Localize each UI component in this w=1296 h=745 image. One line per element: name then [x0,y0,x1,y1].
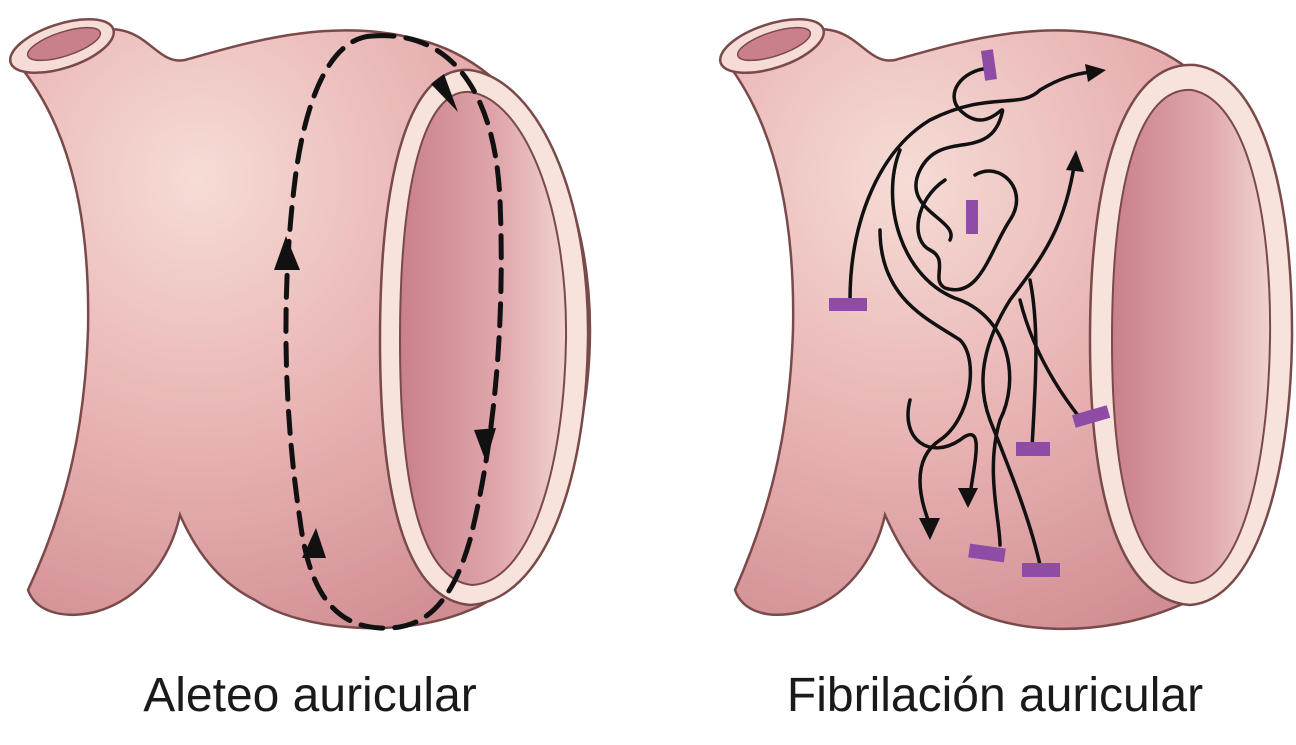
ectopic-focus-bar-icon [829,298,867,311]
caption-atrial-fibrillation: Fibrilación auricular [760,672,1230,720]
caption-atrial-flutter: Aleteo auricular [100,672,520,720]
ectopic-focus-bar-icon [966,200,978,234]
ectopic-focus-bar-icon [1022,563,1060,577]
ectopic-focus-bar-icon [1016,442,1050,456]
right-chamber-opening [1112,90,1270,583]
